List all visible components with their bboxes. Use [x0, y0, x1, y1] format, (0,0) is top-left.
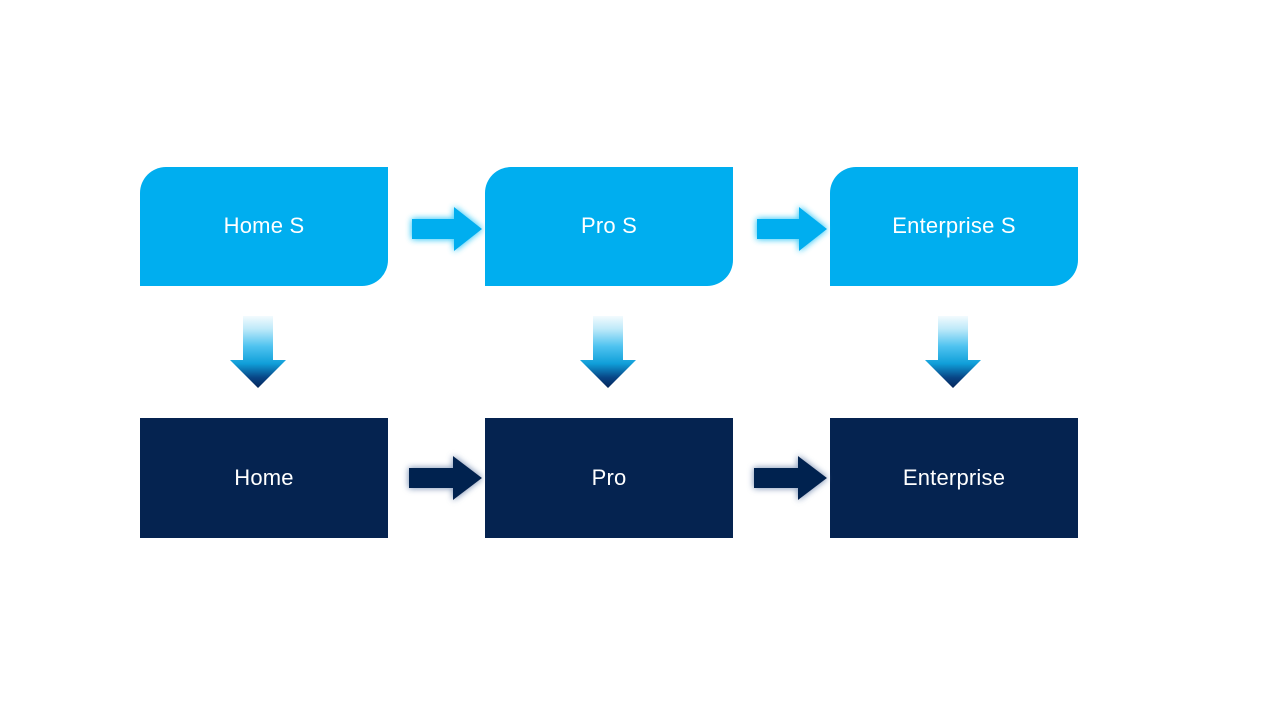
- node-home-s-label: Home S: [223, 213, 305, 239]
- node-pro-s[interactable]: Pro S: [485, 167, 733, 286]
- arrow-right-icon: [412, 207, 482, 251]
- node-enterprise-s[interactable]: Enterprise S: [830, 167, 1078, 286]
- arrow-down-icon: [230, 316, 286, 388]
- arrow-right-icon: [754, 456, 827, 500]
- node-enterprise[interactable]: Enterprise: [830, 418, 1078, 538]
- arrow-home-to-pro[interactable]: [403, 452, 487, 504]
- node-enterprise-label: Enterprise: [902, 464, 1006, 490]
- node-pro-s-label: Pro S: [580, 213, 638, 239]
- arrow-enterprise-s-to-enterprise[interactable]: [923, 316, 983, 390]
- node-home-s[interactable]: Home S: [140, 167, 388, 286]
- node-enterprise-s-label: Enterprise S: [892, 213, 1016, 239]
- arrow-right-icon: [757, 207, 827, 251]
- node-pro-label: Pro: [591, 464, 627, 490]
- arrow-home-s-to-pro-s[interactable]: [408, 203, 486, 255]
- node-home-label: Home: [234, 464, 294, 490]
- arrow-pro-to-enterprise[interactable]: [748, 452, 832, 504]
- arrow-down-icon: [925, 316, 981, 388]
- arrow-pro-s-to-pro[interactable]: [578, 316, 638, 390]
- arrow-home-s-to-home[interactable]: [228, 316, 288, 390]
- arrow-right-icon: [409, 456, 482, 500]
- node-pro[interactable]: Pro: [485, 418, 733, 538]
- node-home[interactable]: Home: [140, 418, 388, 538]
- arrow-down-icon: [580, 316, 636, 388]
- arrow-pro-s-to-enterprise-s[interactable]: [753, 203, 831, 255]
